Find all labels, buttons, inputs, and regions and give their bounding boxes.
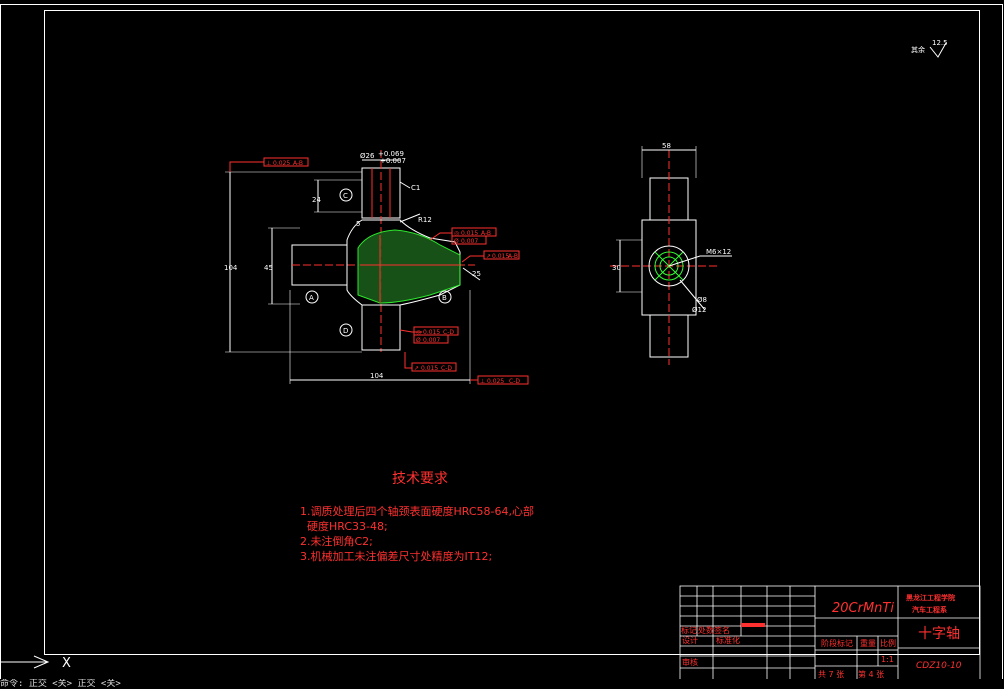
svg-text:其余: 其余	[911, 45, 925, 54]
svg-text:⊥: ⊥	[480, 378, 485, 385]
svg-text:审核: 审核	[682, 657, 698, 667]
svg-text:A-B: A-B	[481, 230, 491, 237]
front-view[interactable]	[225, 150, 484, 384]
outer-frame	[0, 4, 1003, 681]
svg-text:十字轴: 十字轴	[918, 626, 960, 642]
svg-text:X: X	[62, 656, 71, 671]
svg-text:D: D	[343, 327, 348, 335]
title-block-text: 20CrMnTi 黑龙江工程学院 汽车工程系 十字轴 CDZ10-10 标记 处…	[681, 593, 962, 679]
svg-text:C-D: C-D	[441, 365, 452, 372]
svg-text:58: 58	[662, 142, 671, 150]
svg-text:0.025: 0.025	[273, 160, 290, 167]
svg-text:5: 5	[356, 220, 360, 228]
svg-text:签名: 签名	[714, 625, 730, 635]
svg-text:0.015: 0.015	[421, 365, 438, 372]
svg-text:0.025: 0.025	[487, 378, 504, 385]
svg-text:Ø: Ø	[454, 238, 459, 245]
svg-text:+0.069: +0.069	[378, 150, 404, 158]
svg-text:第 4 张: 第 4 张	[858, 669, 884, 679]
svg-text:0.007: 0.007	[461, 238, 478, 245]
svg-text:B: B	[442, 294, 447, 302]
svg-text:30: 30	[612, 264, 621, 272]
svg-text:黑龙江工程学院: 黑龙江工程学院	[906, 593, 955, 602]
svg-text:24: 24	[312, 196, 321, 204]
svg-text:A: A	[309, 294, 314, 302]
svg-text:Ø: Ø	[416, 337, 421, 344]
svg-text:阶段标记: 阶段标记	[821, 638, 853, 648]
svg-text:Ø8: Ø8	[697, 296, 707, 304]
svg-text:0.015: 0.015	[423, 329, 440, 336]
svg-text:标记: 标记	[681, 625, 697, 635]
svg-text:C-D: C-D	[443, 329, 454, 336]
svg-text:⊥: ⊥	[266, 160, 271, 167]
tech-requirements: 技术要求 1.调质处理后四个轴颈表面硬度HRC58-64,心部 硬度HRC33-…	[300, 471, 534, 563]
svg-text:12.5: 12.5	[932, 39, 948, 47]
svg-text:Ø12: Ø12	[692, 306, 706, 314]
svg-text:+0.007: +0.007	[380, 157, 406, 165]
svg-text:C: C	[343, 192, 348, 200]
svg-text:3.机械加工未注偏差尺寸处精度为IT12;: 3.机械加工未注偏差尺寸处精度为IT12;	[300, 549, 492, 563]
svg-text:↗: ↗	[414, 365, 419, 372]
svg-text:处数: 处数	[698, 625, 714, 635]
svg-text:技术要求: 技术要求	[392, 471, 448, 487]
ucs-icon: X	[0, 655, 71, 671]
svg-text:0.015: 0.015	[461, 230, 478, 237]
svg-text:R12: R12	[418, 216, 432, 224]
svg-text:◎: ◎	[416, 329, 421, 336]
svg-text:104: 104	[224, 264, 238, 272]
svg-text:0.007: 0.007	[423, 337, 440, 344]
svg-text:◎: ◎	[454, 230, 459, 237]
svg-text:2.未注倒角C2;: 2.未注倒角C2;	[300, 534, 373, 548]
side-view-labels: 58 30 M6×12 Ø8 Ø12	[612, 142, 731, 314]
svg-text:1.调质处理后四个轴颈表面硬度HRC58-64,心部: 1.调质处理后四个轴颈表面硬度HRC58-64,心部	[300, 504, 534, 518]
svg-text:20CrMnTi: 20CrMnTi	[832, 601, 894, 616]
svg-text:0.015: 0.015	[492, 253, 509, 260]
svg-text:重量: 重量	[860, 638, 876, 648]
side-view[interactable]	[610, 146, 732, 365]
svg-text:汽车工程系: 汽车工程系	[912, 605, 947, 614]
svg-text:比例: 比例	[880, 638, 896, 648]
svg-text:104: 104	[370, 372, 384, 380]
front-view-labels: C A B D C1 R12 Ø26 +0.069 +0.007 24 45 1…	[224, 150, 481, 380]
svg-text:A-B: A-B	[508, 253, 518, 260]
svg-text:1:1: 1:1	[881, 655, 894, 664]
svg-text:25: 25	[472, 270, 481, 278]
svg-text:M6×12: M6×12	[706, 248, 731, 256]
svg-text:45: 45	[264, 264, 273, 272]
roughness-note: 其余 12.5	[911, 39, 948, 58]
svg-text:Ø26: Ø26	[360, 152, 375, 160]
svg-text:设计: 设计	[682, 635, 698, 645]
svg-text:C1: C1	[411, 184, 420, 192]
svg-text:硬度HRC33-48;: 硬度HRC33-48;	[300, 519, 388, 533]
svg-text:标准化: 标准化	[716, 635, 740, 645]
svg-text:C-D: C-D	[509, 378, 520, 385]
command-line[interactable]: 命令: 正交 <关> 正交 <关>	[0, 679, 1004, 689]
svg-text:共 7 张: 共 7 张	[818, 670, 844, 679]
svg-text:CDZ10-10: CDZ10-10	[916, 661, 962, 671]
fcf-8: ⊥0.025 C-D	[477, 375, 529, 385]
inner-frame	[44, 10, 980, 655]
svg-text:↗: ↗	[486, 253, 491, 260]
svg-text:A-B: A-B	[293, 160, 303, 167]
